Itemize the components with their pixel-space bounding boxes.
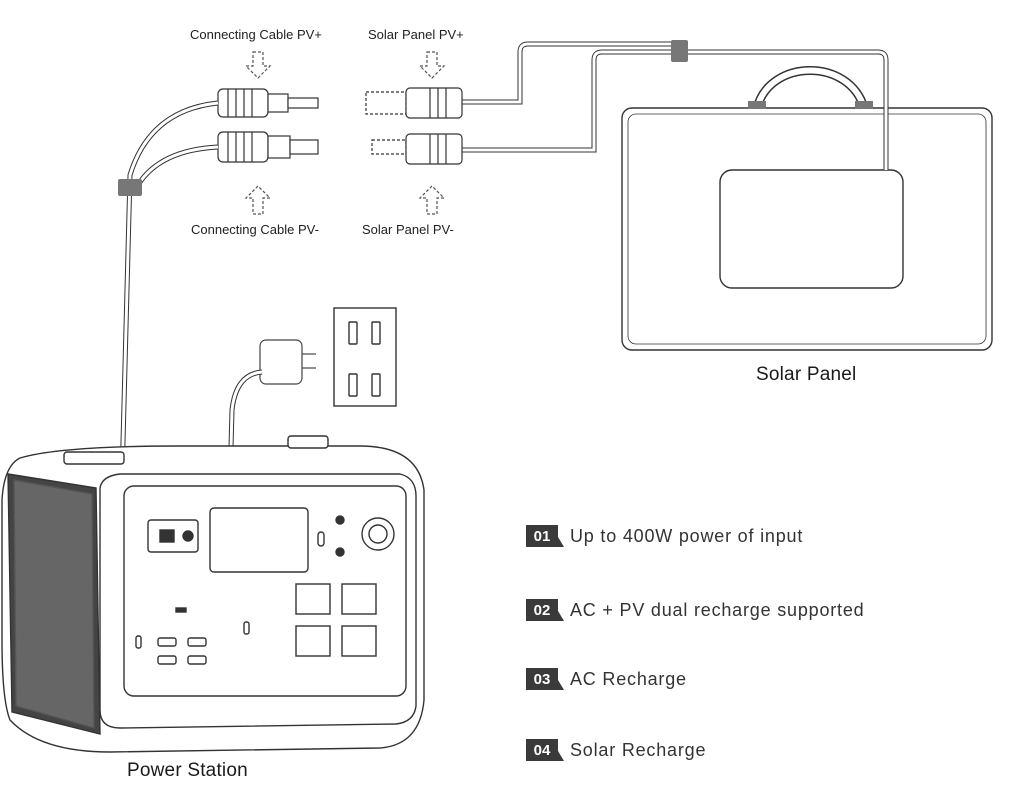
label-connecting-cable-pv-pos: Connecting Cable PV+ (190, 27, 322, 42)
feature-item-01: 01 Up to 400W power of input (526, 523, 803, 549)
feature-text: AC Recharge (570, 668, 687, 689)
feature-badge: 04 (526, 739, 564, 761)
connector-panel-pv-neg (371, 133, 463, 165)
label-connecting-cable-pv-neg: Connecting Cable PV- (191, 222, 319, 237)
label-solar-panel-pv-pos: Solar Panel PV+ (368, 27, 464, 42)
connector-cable-pv-neg (217, 131, 319, 163)
connector-cable-pv-pos (217, 88, 319, 118)
feature-text: AC + PV dual recharge supported (570, 599, 865, 620)
feature-badge: 02 (526, 599, 564, 621)
label-power-station: Power Station (127, 760, 248, 781)
label-solar-panel-pv-neg: Solar Panel PV- (362, 222, 454, 237)
arrow-icons (244, 51, 446, 215)
label-solar-panel: Solar Panel (756, 364, 857, 385)
power-station-drawing (1, 435, 425, 753)
panel-cables (460, 40, 889, 170)
feature-item-04: 04 Solar Recharge (526, 737, 706, 763)
solar-panel-drawing (621, 66, 993, 351)
connecting-cables (118, 100, 219, 521)
feature-badge: 03 (526, 668, 564, 690)
feature-item-03: 03 AC Recharge (526, 666, 687, 692)
feature-item-02: 02 AC + PV dual recharge supported (526, 597, 864, 623)
wall-outlet (333, 307, 397, 407)
connector-panel-pv-pos (365, 87, 463, 119)
feature-text: Solar Recharge (570, 739, 707, 760)
feature-text: Up to 400W power of input (570, 525, 804, 546)
feature-badge: 01 (526, 525, 564, 547)
